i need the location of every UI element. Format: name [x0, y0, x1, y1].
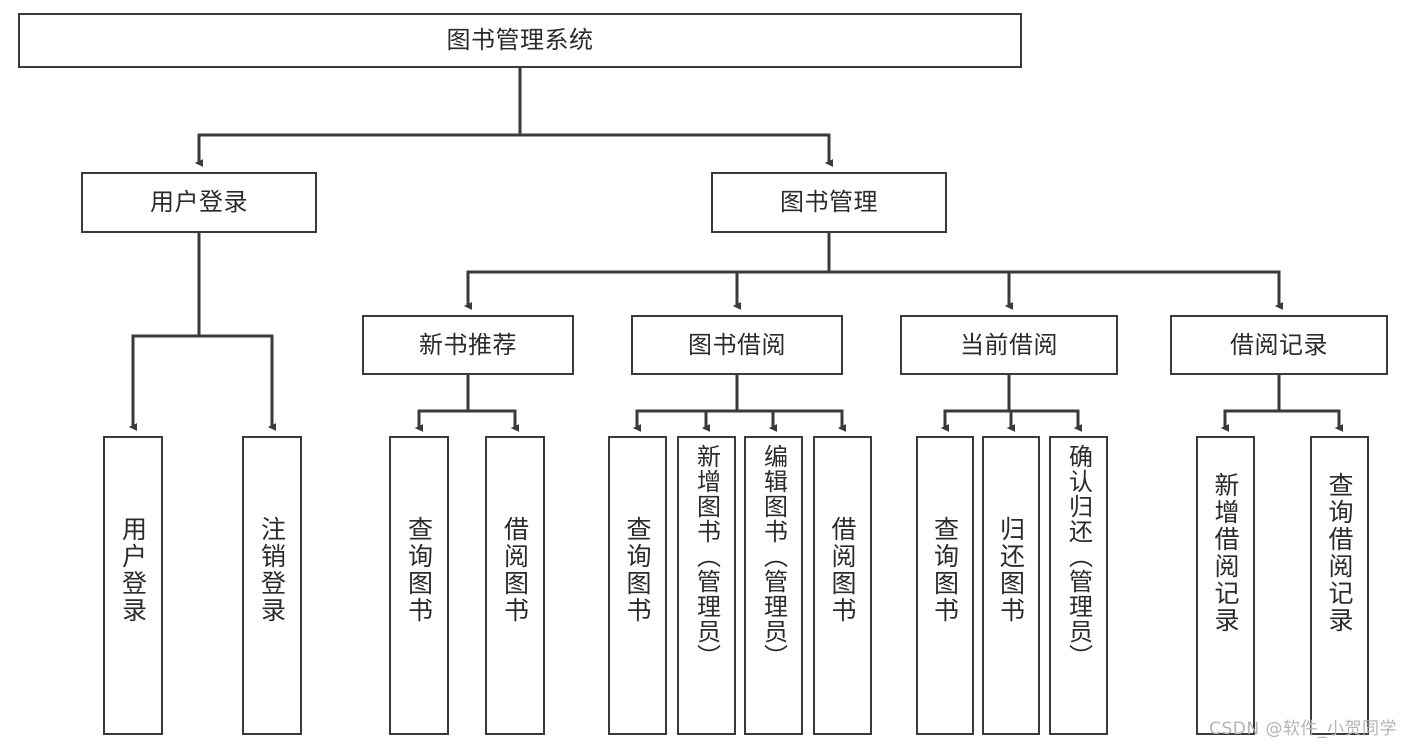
leaf-add-borrow-record-label: 新增借阅记录: [1211, 472, 1240, 634]
node-current-borrow[interactable]: 当前借阅: [900, 315, 1118, 375]
leaf-return-book-label: 归还图书: [996, 516, 1026, 624]
leaf-logout-login-label: 注销登录: [257, 516, 287, 624]
leaf-add-book-admin[interactable]: 新增图书（管理员）: [677, 436, 736, 735]
leaf-query-borrow-record[interactable]: 查询借阅记录: [1310, 436, 1369, 735]
node-new-book-recommend[interactable]: 新书推荐: [362, 315, 574, 375]
node-borrow-record-label: 借阅记录: [1230, 330, 1328, 359]
leaf-edit-book-admin-label: 编辑图书（管理员）: [759, 444, 788, 669]
leaf-query-borrow-record-label: 查询借阅记录: [1325, 472, 1354, 634]
node-user-login-label: 用户登录: [150, 188, 248, 217]
leaf-borrow-book-recommend[interactable]: 借阅图书: [485, 436, 545, 735]
leaf-confirm-return-admin[interactable]: 确认归还（管理员）: [1049, 436, 1108, 735]
node-borrow-record[interactable]: 借阅记录: [1170, 315, 1388, 375]
leaf-borrow-book-label: 借阅图书: [828, 516, 857, 624]
leaf-query-book-current-label: 查询图书: [930, 516, 960, 624]
node-book-borrow-label: 图书借阅: [688, 330, 786, 359]
leaf-confirm-return-admin-label: 确认归还（管理员）: [1064, 444, 1093, 669]
node-current-borrow-label: 当前借阅: [960, 330, 1058, 359]
leaf-query-book-borrow[interactable]: 查询图书: [608, 436, 667, 735]
leaf-user-login[interactable]: 用户登录: [103, 436, 163, 735]
leaf-query-book-current[interactable]: 查询图书: [916, 436, 974, 735]
leaf-return-book[interactable]: 归还图书: [982, 436, 1040, 735]
node-new-book-recommend-label: 新书推荐: [419, 330, 517, 359]
leaf-user-login-label: 用户登录: [118, 516, 148, 624]
node-book-manage-label: 图书管理: [780, 188, 878, 217]
leaf-add-book-admin-label: 新增图书（管理员）: [692, 444, 721, 669]
leaf-query-book-recommend-label: 查询图书: [404, 516, 434, 624]
node-root[interactable]: 图书管理系统: [18, 13, 1022, 68]
leaf-logout-login[interactable]: 注销登录: [242, 436, 302, 735]
leaf-query-book-recommend[interactable]: 查询图书: [389, 436, 449, 735]
csdn-watermark: CSDN @软件_小贺同学: [1209, 719, 1397, 739]
leaf-edit-book-admin[interactable]: 编辑图书（管理员）: [744, 436, 803, 735]
leaf-borrow-book-recommend-label: 借阅图书: [500, 516, 530, 624]
leaf-add-borrow-record[interactable]: 新增借阅记录: [1196, 436, 1255, 735]
node-book-manage[interactable]: 图书管理: [711, 172, 947, 233]
leaf-borrow-book[interactable]: 借阅图书: [813, 436, 872, 735]
node-book-borrow[interactable]: 图书借阅: [631, 315, 843, 375]
node-user-login[interactable]: 用户登录: [81, 172, 317, 233]
leaf-query-book-borrow-label: 查询图书: [623, 516, 652, 624]
node-root-label: 图书管理系统: [446, 26, 594, 55]
